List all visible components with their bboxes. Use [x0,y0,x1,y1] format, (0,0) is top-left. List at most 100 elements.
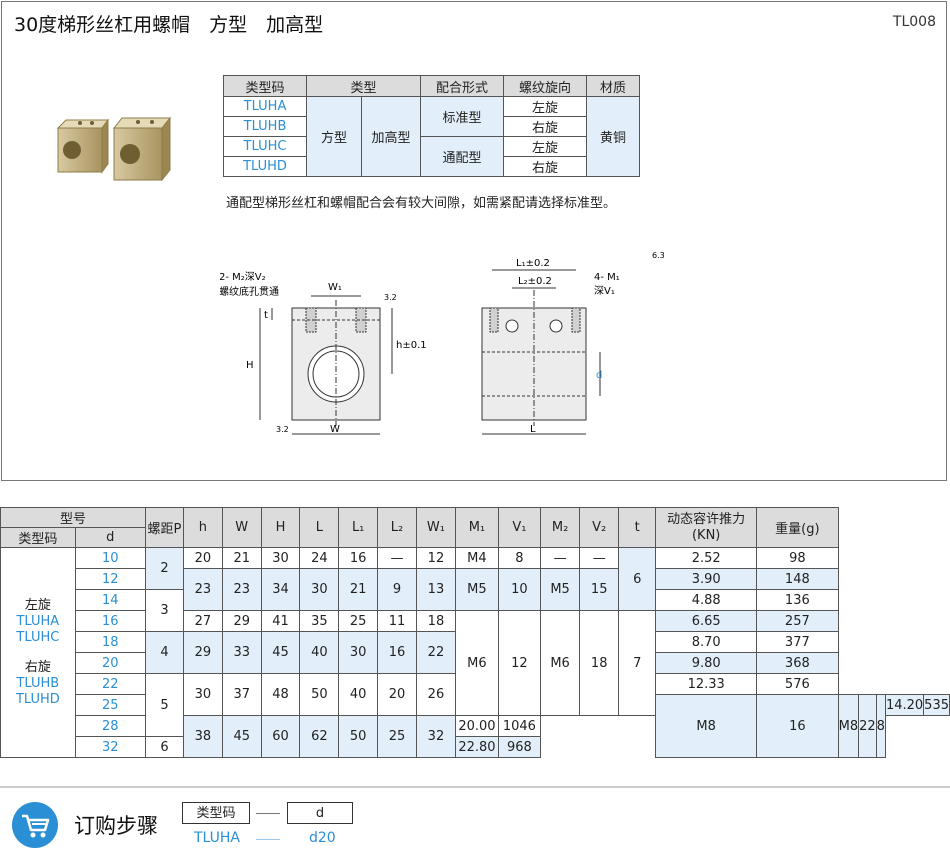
thrust-value: 6.65 [655,610,758,632]
d-value[interactable]: 32 [74,736,146,758]
label-v1: 深V₁ [594,285,615,297]
spec-material: 黄铜 [586,96,640,177]
spec-header-fit: 配合形式 [420,75,504,97]
dim-h: 29 [183,631,223,674]
code-link-tluhb[interactable]: TLUHB [16,675,60,691]
dim-w: 29 [221,610,262,632]
dim-w1: 18 [415,610,457,632]
product-panel [1,1,947,481]
dim-l1: 40 [338,673,379,716]
label-roughness-c: 6.3 [652,251,665,260]
dim-w: 45 [221,715,262,758]
d-value[interactable]: 20 [74,652,146,674]
dim-w1: 12 [415,547,457,569]
header-h: h [183,507,223,548]
code-link-tluhd[interactable]: TLUHD [15,691,60,707]
dim-l2: 11 [377,610,417,632]
thrust-value: 2.52 [655,547,758,569]
dim-v2: 18 [579,610,620,716]
d-value[interactable]: 14 [74,589,146,611]
label-m2: 2- M₂深V₂ [220,271,266,283]
d-value[interactable]: 22 [74,673,146,695]
dim-l1: 16 [338,547,379,569]
spec-table: 类型码 类型 配合形式 螺纹旋向 材质 TLUHA 方型 加高型 标准型 左旋 … [223,75,640,177]
dim-m2: M5 [539,568,581,611]
spec-code-link[interactable]: TLUHD [223,156,307,177]
dim-v1: 10 [497,568,541,611]
header-type-code: 类型码 [0,527,76,548]
dim-l: 35 [299,610,340,632]
order-divider [0,786,950,788]
dim-l: 62 [299,715,340,758]
page-title: 30度梯形丝杠用螺帽 方型 加高型 [14,14,324,36]
spec-code-link[interactable]: TLUHB [223,116,307,137]
dim-v1: 16 [756,694,839,758]
order-example-code: TLUHA [194,830,241,846]
header-v2: V₂ [579,507,620,548]
d-value[interactable]: 25 [74,694,146,716]
code-link-tluha[interactable]: TLUHA [16,613,60,629]
type-code-cell: 左旋 TLUHA TLUHC 右旋 TLUHB TLUHD [0,547,76,758]
label-h-tol: h±0.1 [396,340,427,351]
d-value[interactable]: 28 [74,715,146,737]
header-weight: 重量(g) [756,507,839,548]
label-m1: 4- M₁ [594,272,620,283]
d-value[interactable]: 10 [74,547,146,569]
dim-v1: 8 [497,547,541,569]
dim-w: 21 [221,547,262,569]
header-w1: W₁ [415,507,457,548]
label-d: d [596,370,602,381]
direction-left: 左旋 [24,597,51,613]
thrust-value: 9.80 [655,652,758,674]
dim-w: 23 [221,568,262,611]
dim-l: 24 [299,547,340,569]
dim-l2: — [377,547,417,569]
thrust-value: 8.70 [655,631,758,653]
dim-w1: 26 [415,673,457,716]
dimension-table: 型号 螺距P h W H L L₁ L₂ W₁ M₁ V₁ M₂ V₂ t 动态… [0,507,950,758]
label-l: L [530,424,536,435]
pitch-value: 5 [144,673,185,737]
weight-value: 257 [756,610,839,632]
dim-height: 34 [260,568,301,611]
order-dash [256,813,280,814]
dim-w1: 13 [415,568,457,611]
dim-height: 30 [260,547,301,569]
spec-header-code: 类型码 [223,75,307,97]
dim-w1: 32 [415,715,457,758]
dim-m2: — [539,547,581,569]
dim-v2: 22 [858,694,877,758]
dim-m1: M5 [455,568,499,611]
order-example-d: d20 [309,830,336,846]
d-value[interactable]: 12 [74,568,146,590]
spec-fit-universal: 通配型 [420,136,504,177]
dim-height: 45 [260,631,301,674]
label-h: H [246,360,254,371]
order-steps: 订购步骤 类型码 d TLUHA d20 [0,786,950,868]
d-value[interactable]: 18 [74,631,146,653]
code-link-tluhc[interactable]: TLUHC [16,629,60,645]
dim-h: 27 [183,610,223,632]
order-title: 订购步骤 [74,814,158,838]
header-t: t [618,507,657,548]
dim-l: 50 [299,673,340,716]
dim-w: 33 [221,631,262,674]
thrust-value: 4.88 [655,589,758,611]
header-w: W [221,507,262,548]
weight-value: 136 [756,589,839,611]
label-t: t [264,310,268,321]
spec-code-link[interactable]: TLUHC [223,136,307,157]
d-value[interactable]: 16 [74,610,146,632]
dim-w1: 22 [415,631,457,674]
dim-l2: 9 [377,568,417,611]
thrust-value: 12.33 [655,673,758,695]
thrust-value: 3.90 [655,568,758,590]
spec-header-direction: 螺纹旋向 [503,75,587,97]
weight-value: 98 [756,547,839,569]
dim-h: 38 [183,715,223,758]
product-code: TL008 [892,14,936,30]
spec-type-square: 方型 [306,96,362,177]
dim-height: 60 [260,715,301,758]
dim-v2: — [579,547,620,569]
spec-code-link[interactable]: TLUHA [223,96,307,117]
